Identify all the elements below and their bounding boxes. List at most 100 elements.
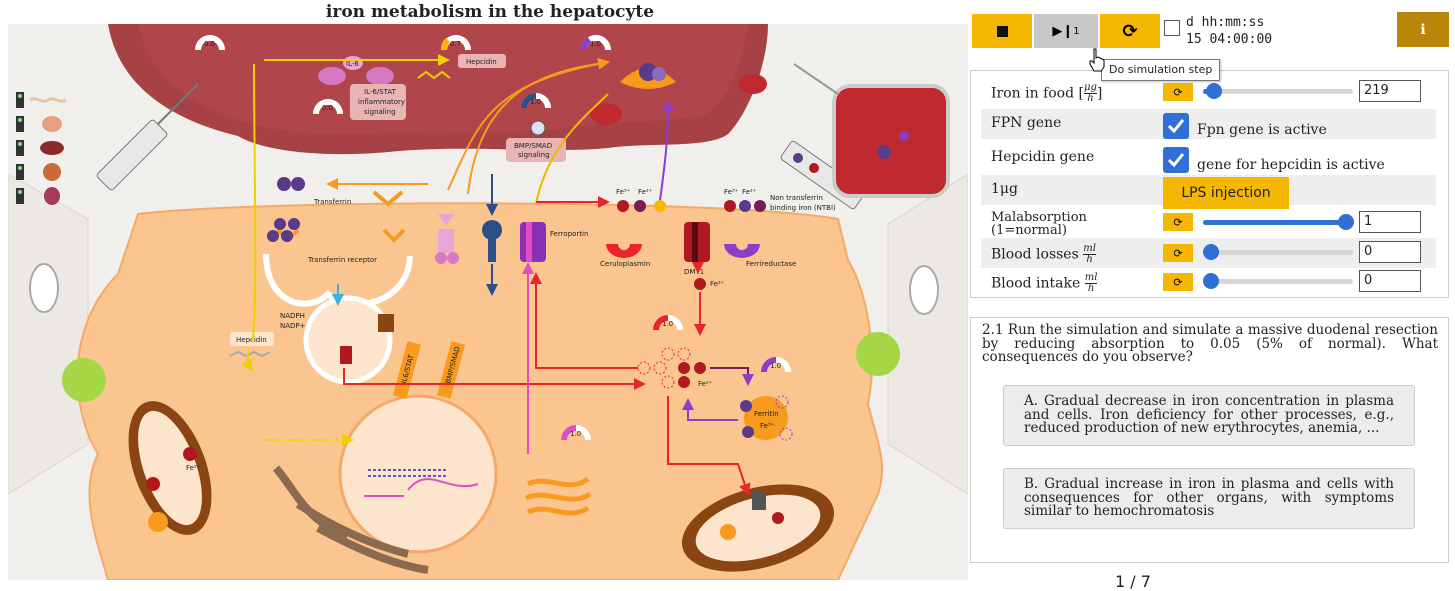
svg-text:Fe²⁺: Fe²⁺ xyxy=(698,380,713,388)
question-text: 2.1 Run the simulation and simulate a ma… xyxy=(982,322,1438,365)
nucleus xyxy=(338,394,498,554)
svg-text:Fe³⁺: Fe³⁺ xyxy=(724,188,739,196)
pathway-arrows xyxy=(241,54,754,496)
slider-thumb[interactable] xyxy=(1202,273,1219,289)
hepcidin-gene-label: Hepcidin gene xyxy=(991,149,1095,165)
answer-b-button[interactable]: B. Gradual increase in iron in plasma an… xyxy=(1003,468,1415,529)
nadph-label: NADPH xyxy=(280,312,305,320)
clock-value: 15 04:00:00 xyxy=(1186,32,1273,47)
svg-text:Non transferrin: Non transferrin xyxy=(770,194,823,202)
dmt1-label: DMT1 xyxy=(684,268,704,276)
svg-text:Hepcidin: Hepcidin xyxy=(466,58,497,66)
endocytosis-membrane xyxy=(263,253,413,308)
fpn-gene-row: FPN gene Fpn gene is active xyxy=(981,109,1436,139)
fpn-gene-checkbox[interactable] xyxy=(1163,113,1189,139)
blood-intake-reset-button[interactable]: ⟳ xyxy=(1163,273,1193,291)
malabsorption-slider[interactable] xyxy=(1203,214,1354,230)
ceruloplasmin xyxy=(606,244,642,258)
gauge-value: 0.0 xyxy=(322,104,333,112)
erythrocyte xyxy=(739,74,767,94)
transferrin-receptor-label: Transferrin receptor xyxy=(307,256,377,264)
svg-text:inflammatory: inflammatory xyxy=(358,98,405,106)
svg-text:Fe³⁺: Fe³⁺ xyxy=(616,188,631,196)
gauge: 0.7 xyxy=(441,35,471,51)
answer-a-button[interactable]: A. Gradual decrease in iron concentratio… xyxy=(1003,385,1415,446)
nadp-label: NADP+ xyxy=(280,322,306,330)
gauge-value: 1.0 xyxy=(770,362,781,370)
svg-text:IL-6/STAT: IL-6/STAT xyxy=(364,88,397,96)
malabsorption-input[interactable]: 1 xyxy=(1359,211,1421,233)
bone-marrow-icon xyxy=(43,163,61,181)
svg-text:Fe²⁺: Fe²⁺ xyxy=(638,188,653,196)
lipid-droplet xyxy=(62,358,106,402)
hepcidin-gene-checkbox-label: gene for hepcidin is active xyxy=(1197,157,1385,173)
malabsorption-reset-button[interactable]: ⟳ xyxy=(1163,213,1193,231)
intestine-icon xyxy=(29,97,67,103)
blood-losses-slider[interactable] xyxy=(1202,244,1353,260)
slider-thumb[interactable] xyxy=(1202,244,1219,260)
transferrin-group: Transferrin xyxy=(267,177,406,243)
left-neighbor-cell xyxy=(8,173,89,495)
slider-thumb[interactable] xyxy=(1205,83,1222,99)
lps-injection-button[interactable]: LPS injection xyxy=(1163,177,1289,209)
gauge-value: 0.0 xyxy=(204,40,215,48)
svg-text:signaling: signaling xyxy=(364,108,396,116)
clock-format: d hh:mm:ss xyxy=(1186,15,1265,30)
traffic-light-icon xyxy=(16,188,24,204)
blood-losses-reset-button[interactable]: ⟳ xyxy=(1163,244,1193,262)
malabsorption-row: Malabsorption(1=normal) ⟳ 1 xyxy=(981,209,1436,239)
refresh-icon: ⟳ xyxy=(1173,276,1183,289)
right-neighbor-cell xyxy=(887,173,968,495)
refresh-icon: ⟳ xyxy=(1173,247,1183,260)
ferritin-shell: Ferritin Fe³⁺ xyxy=(740,395,793,441)
blood-intake-input[interactable]: 0 xyxy=(1359,270,1421,292)
slider-fill xyxy=(1203,220,1353,225)
hepcidin-gene-checkbox[interactable] xyxy=(1163,147,1189,173)
iron-food-slider[interactable] xyxy=(1203,83,1353,99)
ferrireductase xyxy=(724,244,760,258)
step-icon: ▶❙ xyxy=(1052,23,1074,39)
gauge: 1.0 xyxy=(521,93,551,109)
svg-text:Fe³⁺: Fe³⁺ xyxy=(760,422,775,430)
question-panel: 2.1 Run the simulation and simulate a ma… xyxy=(970,317,1449,563)
refresh-icon: ⟳ xyxy=(1122,20,1138,42)
info-button[interactable]: ℹ xyxy=(1397,12,1449,47)
reset-button[interactable]: ⟳ xyxy=(1100,14,1160,48)
lps-dose-label: 1μg xyxy=(991,181,1018,197)
clock-checkbox[interactable] xyxy=(1164,20,1180,36)
fpn-gene-checkbox-label: Fpn gene is active xyxy=(1197,122,1327,138)
step-tooltip: Do simulation step xyxy=(1101,59,1221,81)
blood-losses-input[interactable]: 0 xyxy=(1359,241,1421,263)
organ-status-indicators xyxy=(16,92,67,205)
step-button[interactable]: ▶❙1 xyxy=(1034,14,1098,48)
stop-button[interactable] xyxy=(972,14,1032,48)
gauge: 1.0 xyxy=(581,35,611,51)
hepcidin-cell-strand xyxy=(229,350,271,358)
mitochondrion-small xyxy=(29,263,59,313)
fpn-gene-label: FPN gene xyxy=(991,115,1062,131)
blood-intake-slider[interactable] xyxy=(1202,273,1353,289)
steap3 xyxy=(378,314,394,332)
gauge: 0.0 xyxy=(313,99,343,115)
liver-icon xyxy=(40,141,64,155)
erythrocyte xyxy=(590,103,622,125)
dmt1-transporter xyxy=(684,222,710,262)
svg-text:signaling: signaling xyxy=(518,151,550,159)
iron-food-input[interactable]: 219 xyxy=(1359,80,1421,102)
iron-food-reset-button[interactable]: ⟳ xyxy=(1163,83,1193,101)
bmp-smad-signaling: BMP/SMAD signaling xyxy=(506,120,566,162)
ceruloplasmin-label: Ceruloplasmin xyxy=(600,260,650,268)
slider-thumb[interactable] xyxy=(1337,214,1354,230)
heart-icon xyxy=(44,187,60,205)
fe2-label: Fe²⁺ xyxy=(710,280,725,288)
mrna-strand xyxy=(364,478,479,497)
svg-text:BMP/SMAD: BMP/SMAD xyxy=(514,142,552,150)
svg-text:Transferrin: Transferrin xyxy=(313,198,351,206)
iron-atoms-ntbi: Fe³⁺ Fe²⁺ Non transferrin binding iron (… xyxy=(724,188,836,212)
refresh-icon: ⟳ xyxy=(1173,86,1183,99)
lps-row: 1μg LPS injection xyxy=(981,175,1436,209)
mitochondrion-left: Fe²⁺ xyxy=(128,401,212,535)
